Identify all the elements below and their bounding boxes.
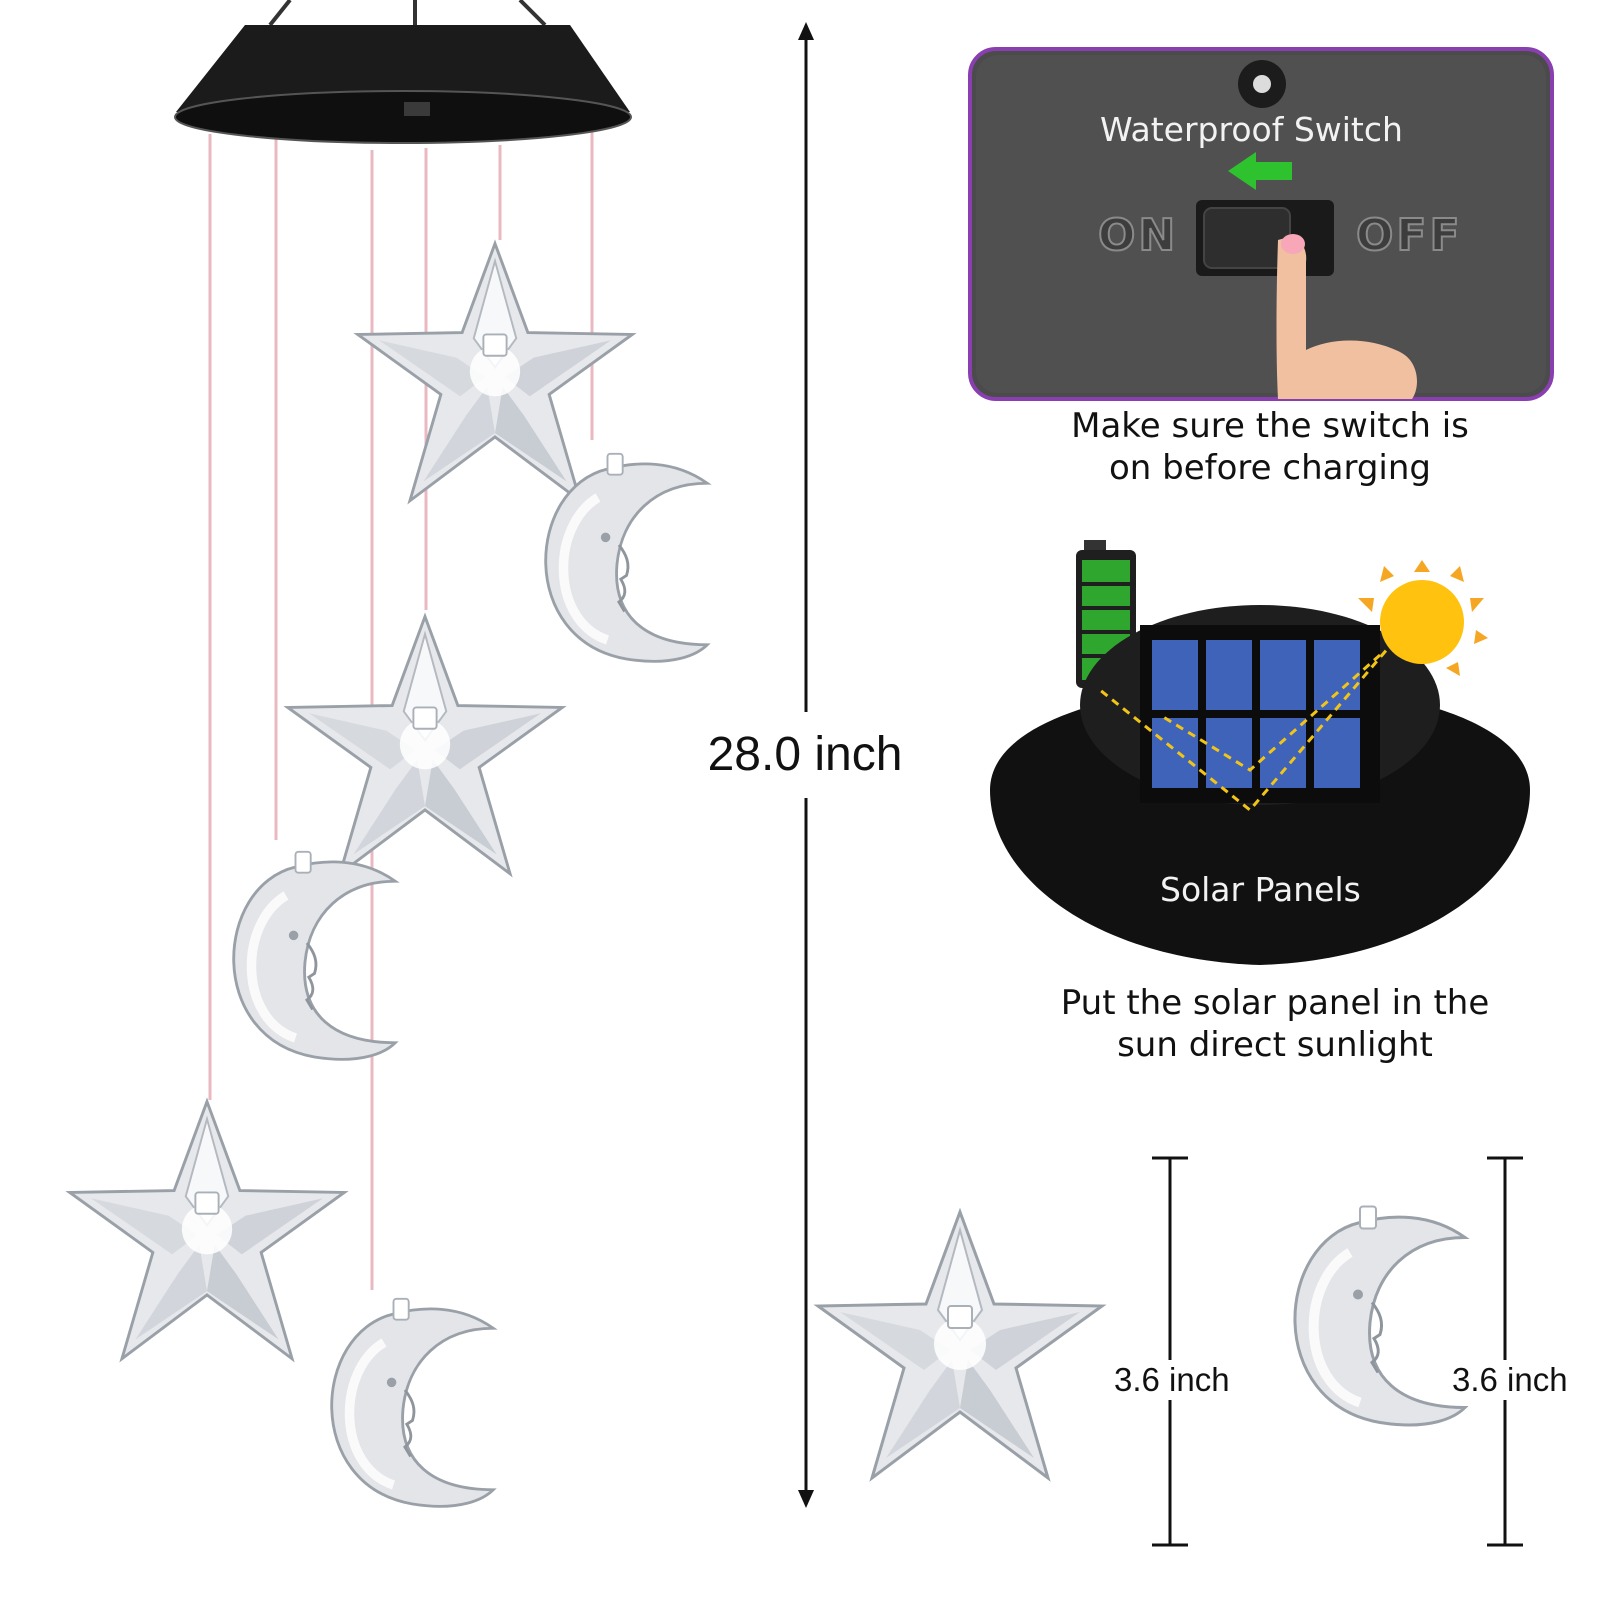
solar-caption-line: sun direct sunlight (1117, 1025, 1433, 1065)
switch-caption-line: on before charging (1108, 448, 1431, 488)
switch-panel (968, 47, 1554, 401)
star-ornament-detail (816, 1210, 1104, 1480)
moon-ornament (332, 1299, 494, 1507)
solar-caption-line: Put the solar panel in the (1060, 983, 1490, 1023)
solar-cap-top (174, 0, 632, 144)
total-height-label: 28.0 inch (690, 712, 920, 798)
switch-off-label: OFF (1355, 209, 1463, 262)
star-size-label: 3.6 inch (1112, 1360, 1232, 1400)
finger-icon (1276, 234, 1417, 399)
arrow-left-icon (1228, 152, 1292, 190)
moon-size-label: 3.6 inch (1450, 1360, 1570, 1400)
switch-caption: Make sure the switch is on before chargi… (990, 405, 1550, 489)
solar-panel-base (990, 605, 1530, 965)
solar-panels-label: Solar Panels (1160, 870, 1361, 909)
star-ornament (286, 615, 564, 876)
moon-ornament-detail (1295, 1207, 1465, 1425)
moon-size-dimension-line (1487, 1156, 1523, 1547)
star-ornament (68, 1100, 346, 1361)
sunlight-rays (1099, 639, 1397, 813)
switch-caption-line: Make sure the switch is (1071, 406, 1469, 446)
switch-on-label: ON (1097, 209, 1179, 262)
solar-cells (1152, 640, 1360, 788)
switch-title: Waterproof Switch (1100, 110, 1403, 149)
solar-caption: Put the solar panel in the sun direct su… (985, 982, 1565, 1066)
star-size-dimension-line (1152, 1156, 1188, 1547)
sun-icon (1358, 560, 1488, 676)
